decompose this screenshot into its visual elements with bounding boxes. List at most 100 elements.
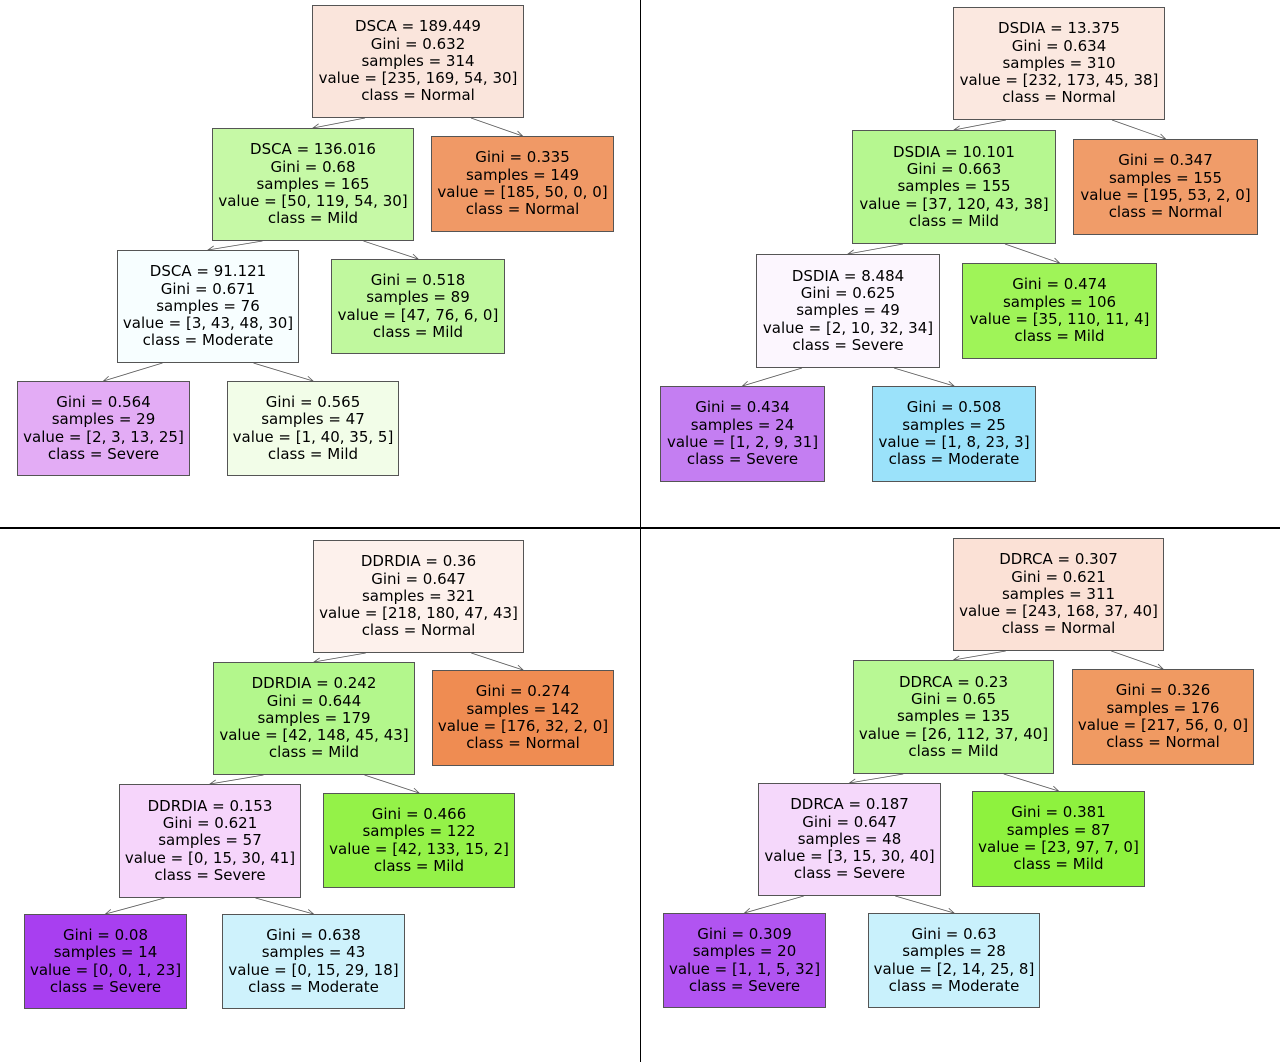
- tree-edge: [312, 117, 366, 129]
- node-text-line: value = [217, 56, 0, 0]: [1077, 716, 1249, 734]
- node-text-line: value = [0, 15, 29, 18]: [228, 960, 399, 979]
- node-text-line: DSCA = 91.121: [149, 262, 267, 281]
- tree-edge: [1111, 650, 1164, 670]
- node-text-line: value = [3, 15, 30, 40]: [764, 847, 935, 866]
- node-text-line: value = [37, 120, 43, 38]: [859, 194, 1049, 213]
- tree-edge: [1003, 773, 1059, 792]
- node-text-line: value = [35, 110, 11, 4]: [969, 310, 1150, 328]
- node-text-line: value = [1, 1, 5, 32]: [668, 959, 821, 978]
- node-text-line: Gini = 0.671: [160, 279, 256, 298]
- node-text-line: samples = 179: [257, 708, 371, 727]
- node-text-line: class = Severe: [688, 976, 801, 995]
- node-text-line: class = Mild: [908, 741, 999, 760]
- tree-edge: [364, 774, 420, 794]
- node-text-line: Gini = 0.632: [370, 34, 466, 53]
- node-text-line: samples = 155: [897, 177, 1011, 196]
- node-text-line: Gini = 0.335: [475, 148, 570, 167]
- node-text-line: DSCA = 136.016: [250, 140, 376, 159]
- node-text-line: samples = 47: [261, 410, 365, 429]
- tree-edge: [253, 362, 314, 382]
- tree-edge: [363, 240, 419, 260]
- node-text-line: value = [42, 133, 15, 2]: [329, 839, 509, 858]
- node-text-line: value = [218, 180, 47, 43]: [319, 604, 518, 623]
- node-text-line: DDRDIA = 0.36: [360, 552, 477, 571]
- node-text-line: Gini = 0.274: [475, 682, 571, 701]
- node-text-line: value = [42, 148, 45, 43]: [219, 726, 409, 745]
- node-text-line: samples = 142: [466, 699, 580, 718]
- tree-edge: [255, 897, 314, 915]
- node-text-line: DSDIA = 8.484: [791, 266, 905, 285]
- node-text-line: Gini = 0.638: [266, 925, 361, 944]
- tree-edge: [103, 362, 163, 382]
- node-text-line: Gini = 0.647: [371, 569, 466, 588]
- horizontal-divider: [0, 527, 1280, 529]
- node-text-line: class = Mild: [267, 209, 359, 228]
- node-text-line: Gini = 0.565: [265, 392, 361, 411]
- node-text-line: value = [1, 2, 9, 31]: [666, 433, 819, 451]
- node-text-line: Gini = 0.08: [63, 925, 148, 944]
- node-text-line: samples = 89: [366, 288, 470, 307]
- node-text-line: class = Moderate: [248, 977, 379, 996]
- node-text-line: Gini = 0.474: [1012, 275, 1107, 294]
- tree-edge: [744, 895, 804, 914]
- tree-edge: [207, 240, 263, 251]
- node-text-line: class = Moderate: [142, 331, 274, 350]
- node-text-line: samples = 20: [692, 942, 797, 961]
- tree-edge: [895, 895, 955, 914]
- node-text-line: samples = 49: [796, 301, 900, 320]
- node-text-line: Gini = 0.621: [162, 814, 258, 833]
- node-text-line: class = Mild: [1014, 327, 1105, 346]
- node-text-line: DSCA = 189.449: [355, 17, 481, 36]
- tree-edge: [893, 367, 955, 387]
- tree-edge: [1004, 243, 1060, 264]
- node-text-line: samples = 314: [361, 51, 475, 70]
- node-text-line: class = Normal: [1106, 733, 1220, 752]
- node-text-line: samples = 25: [902, 415, 1006, 434]
- node-text-line: class = Severe: [792, 335, 904, 354]
- node-text-line: class = Normal: [465, 200, 580, 219]
- node-text-line: value = [1, 40, 35, 5]: [232, 427, 394, 446]
- node-text-line: class = Normal: [361, 86, 475, 105]
- tree-edge: [105, 897, 165, 915]
- node-text-line: value = [0, 15, 30, 41]: [124, 848, 296, 867]
- node-text-line: Gini = 0.634: [1011, 36, 1107, 55]
- tree-edge: [313, 652, 366, 663]
- node-text-line: value = [1, 8, 23, 3]: [878, 433, 1030, 451]
- node-text-line: Gini = 0.508: [906, 398, 1002, 417]
- tree-edge: [953, 119, 1007, 131]
- node-text-line: class = Mild: [372, 322, 464, 341]
- tree-edge: [209, 774, 264, 785]
- node-text-line: Gini = 0.647: [802, 812, 897, 831]
- node-text-line: class = Normal: [466, 734, 580, 753]
- tree-edge: [849, 773, 904, 784]
- node-text-line: Gini = 0.625: [800, 284, 896, 303]
- node-text-line: Gini = 0.434: [695, 398, 790, 417]
- tree-edge: [471, 652, 524, 671]
- node-text-line: Gini = 0.326: [1115, 681, 1211, 700]
- node-text-line: samples = 29: [51, 410, 156, 429]
- node-text-line: samples = 321: [361, 586, 476, 605]
- node-text-line: DSDIA = 10.101: [893, 142, 1015, 161]
- vertical-divider: [640, 0, 641, 1062]
- node-text-line: class = Moderate: [888, 450, 1020, 469]
- node-text-line: DDRCA = 0.307: [999, 550, 1118, 569]
- node-text-line: value = [2, 10, 32, 34]: [762, 318, 934, 337]
- node-text-line: samples = 28: [902, 942, 1006, 961]
- node-text-line: class = Mild: [1013, 855, 1104, 874]
- node-text-line: samples = 14: [53, 943, 158, 962]
- node-text-line: class = Mild: [373, 856, 465, 875]
- node-text-line: class = Moderate: [888, 976, 1020, 995]
- node-text-line: class = Normal: [1001, 619, 1116, 638]
